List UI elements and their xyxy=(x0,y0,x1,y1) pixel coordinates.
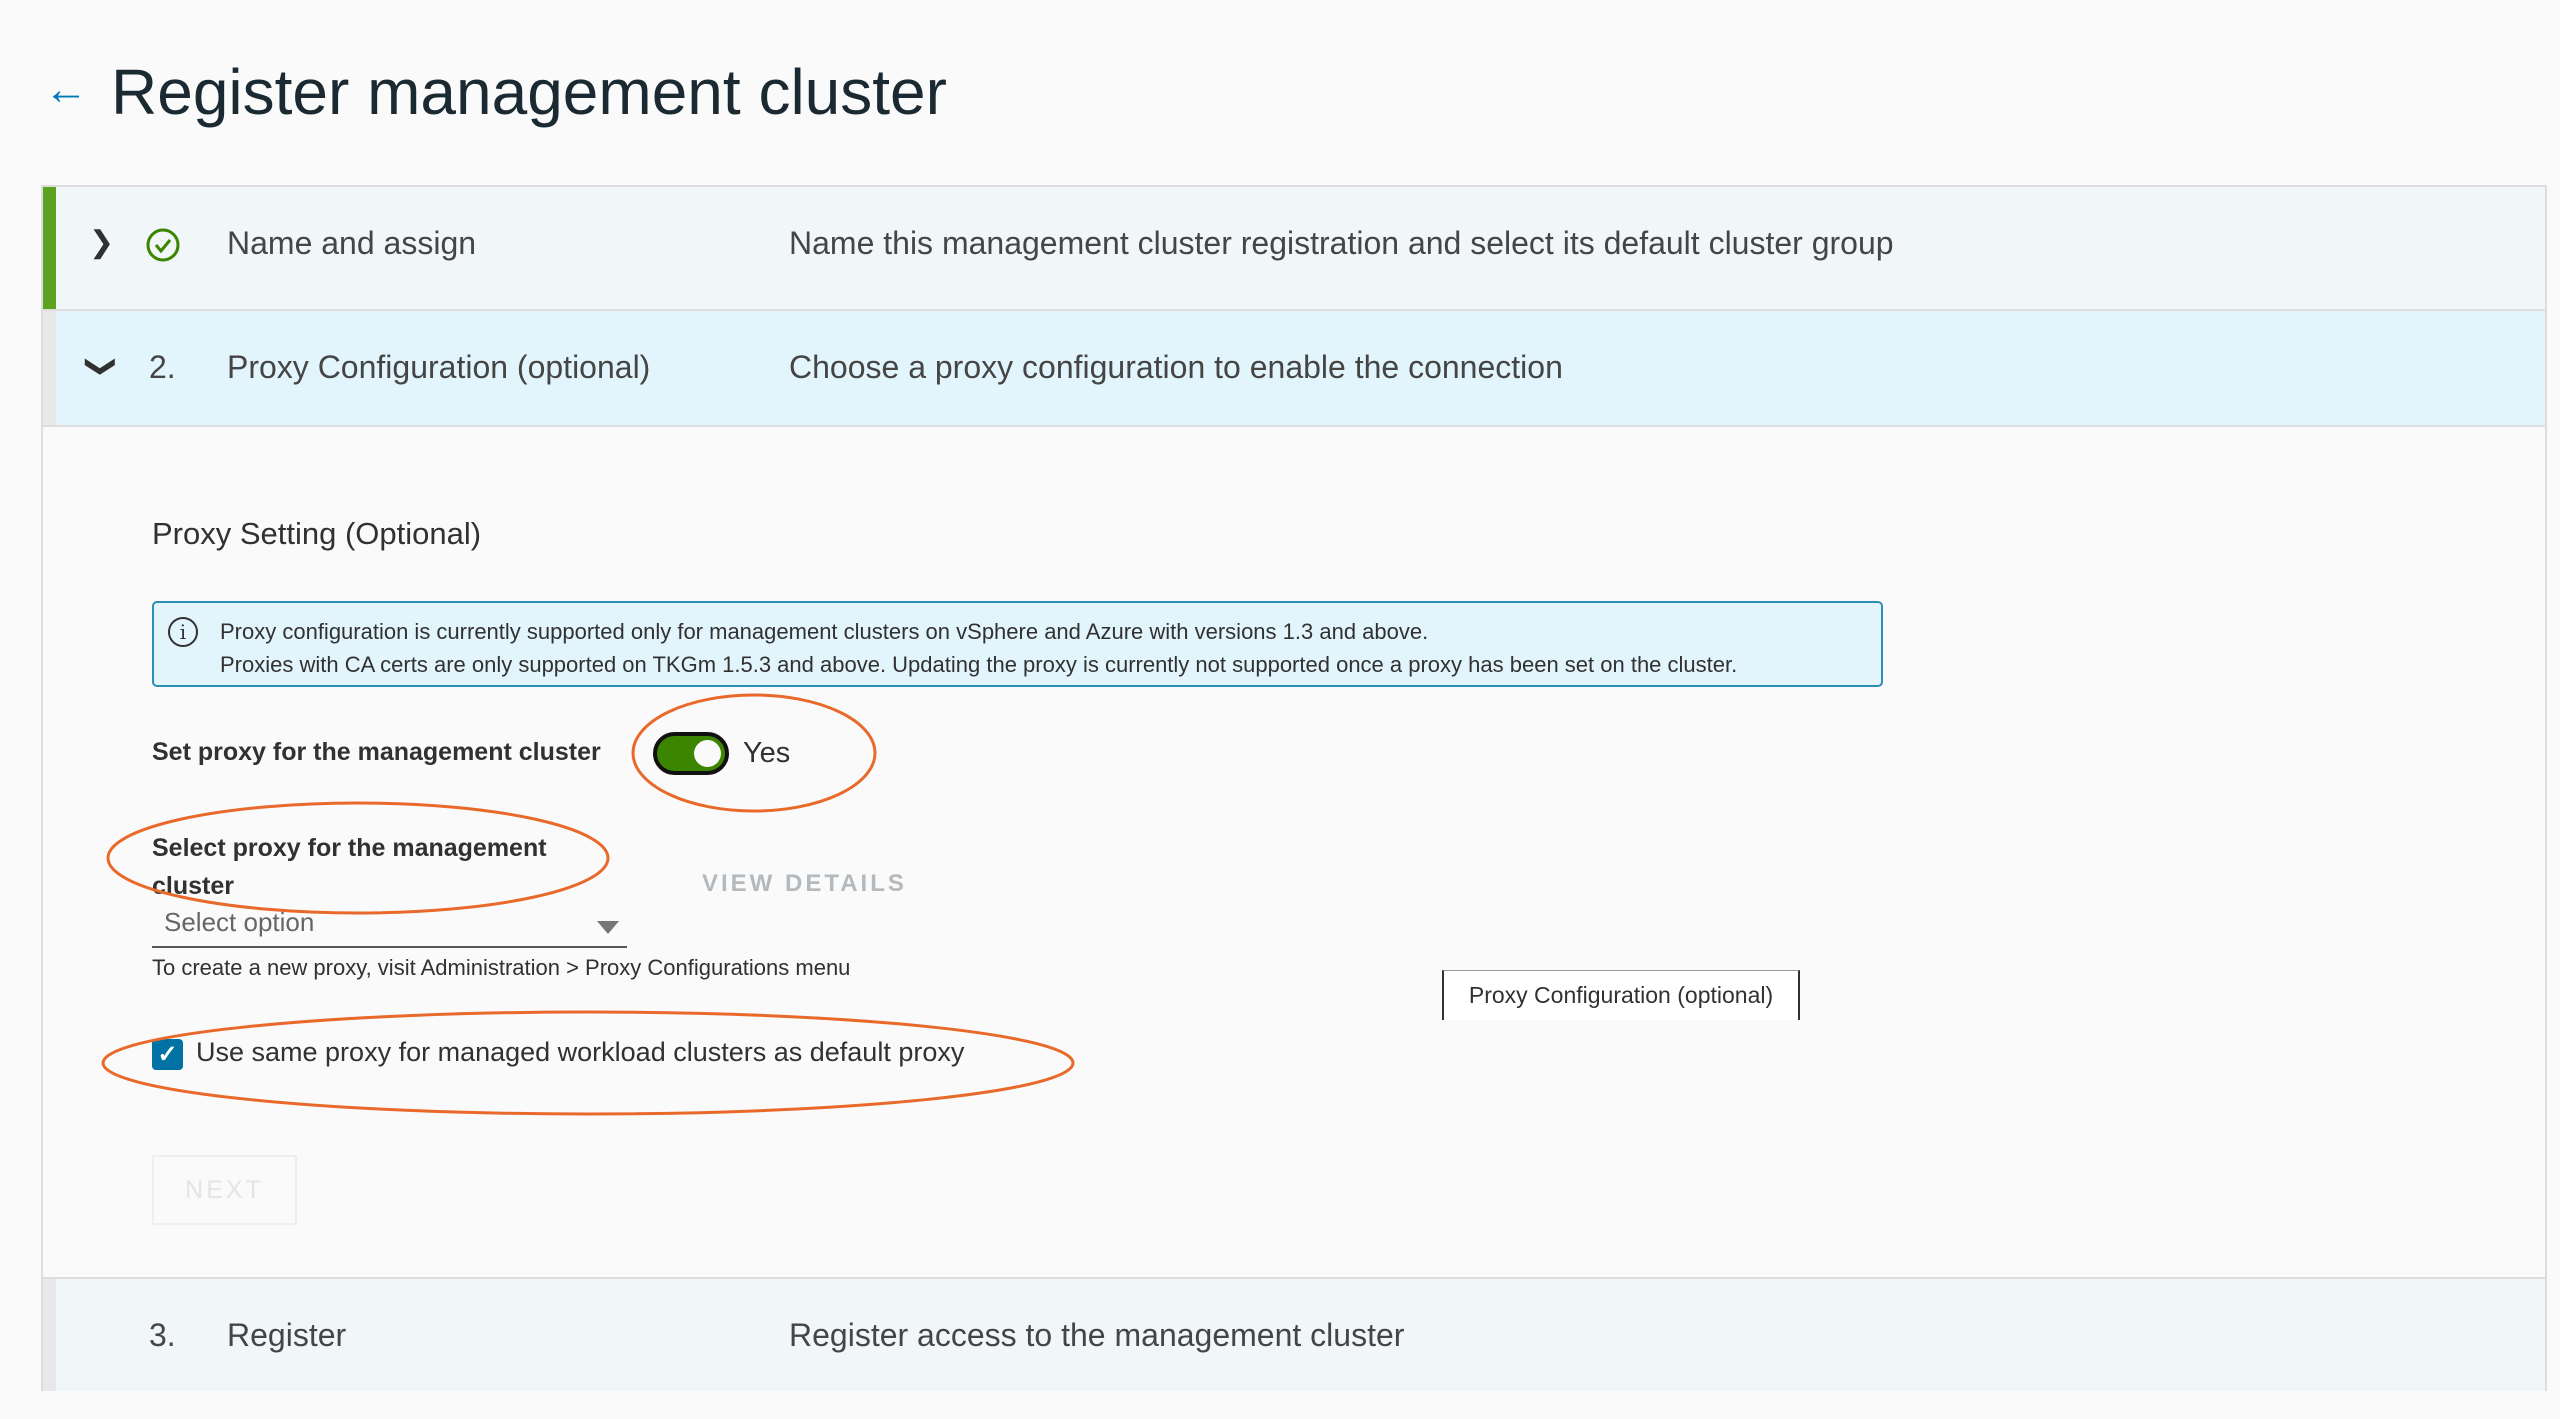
step-title: Proxy Configuration (optional) xyxy=(227,349,651,385)
step-register[interactable]: 3. Register Register access to the manag… xyxy=(43,1277,2545,1391)
step-number: 3. xyxy=(149,1317,176,1353)
step-number: 2. xyxy=(149,349,176,385)
toggle-label: Set proxy for the management cluster xyxy=(152,738,601,766)
caret-down-icon xyxy=(597,921,619,934)
next-button[interactable]: NEXT xyxy=(152,1155,297,1225)
step-proxy-configuration[interactable]: ❯ 2. Proxy Configuration (optional) Choo… xyxy=(43,311,2545,427)
step-description: Name this management cluster registratio… xyxy=(789,225,1894,261)
step-bar xyxy=(43,1279,56,1391)
tooltip: Proxy Configuration (optional) xyxy=(1442,970,1800,1020)
step-description: Register access to the management cluste… xyxy=(789,1317,1405,1353)
info-alert: i Proxy configuration is currently suppo… xyxy=(152,601,1883,687)
info-icon: i xyxy=(168,617,198,647)
info-line: Proxies with CA certs are only supported… xyxy=(220,652,1738,677)
stepper: ❯ Name and assign Name this management c… xyxy=(41,185,2547,1391)
step-description: Choose a proxy configuration to enable t… xyxy=(789,349,1563,385)
step-name-and-assign[interactable]: ❯ Name and assign Name this management c… xyxy=(43,187,2545,311)
chevron-right-icon[interactable]: ❯ xyxy=(89,226,115,259)
step-title: Name and assign xyxy=(227,225,477,261)
select-placeholder: Select option xyxy=(164,907,315,937)
chevron-down-icon[interactable]: ❯ xyxy=(85,353,119,380)
step-title: Register xyxy=(227,1317,347,1353)
info-line: Proxy configuration is currently support… xyxy=(220,619,1429,644)
helper-text: To create a new proxy, visit Administrat… xyxy=(152,955,851,980)
checkbox-label[interactable]: Use same proxy for managed workload clus… xyxy=(196,1037,965,1067)
back-arrow-icon[interactable]: ← xyxy=(44,65,88,114)
page-title: Register management cluster xyxy=(111,56,947,128)
section-title: Proxy Setting (Optional) xyxy=(152,516,482,551)
toggle-value: Yes xyxy=(743,737,791,769)
same-proxy-checkbox[interactable]: ✓ xyxy=(152,1039,183,1070)
toggle-knob xyxy=(694,740,721,767)
proxy-select[interactable]: Select option xyxy=(152,903,627,948)
check-circle-icon xyxy=(146,228,180,262)
step-complete-bar xyxy=(43,187,56,309)
proxy-toggle[interactable] xyxy=(653,732,729,775)
step-bar xyxy=(43,311,56,425)
select-label: Select proxy for the management cluster xyxy=(152,834,547,900)
view-details-button[interactable]: VIEW DETAILS xyxy=(702,870,907,897)
